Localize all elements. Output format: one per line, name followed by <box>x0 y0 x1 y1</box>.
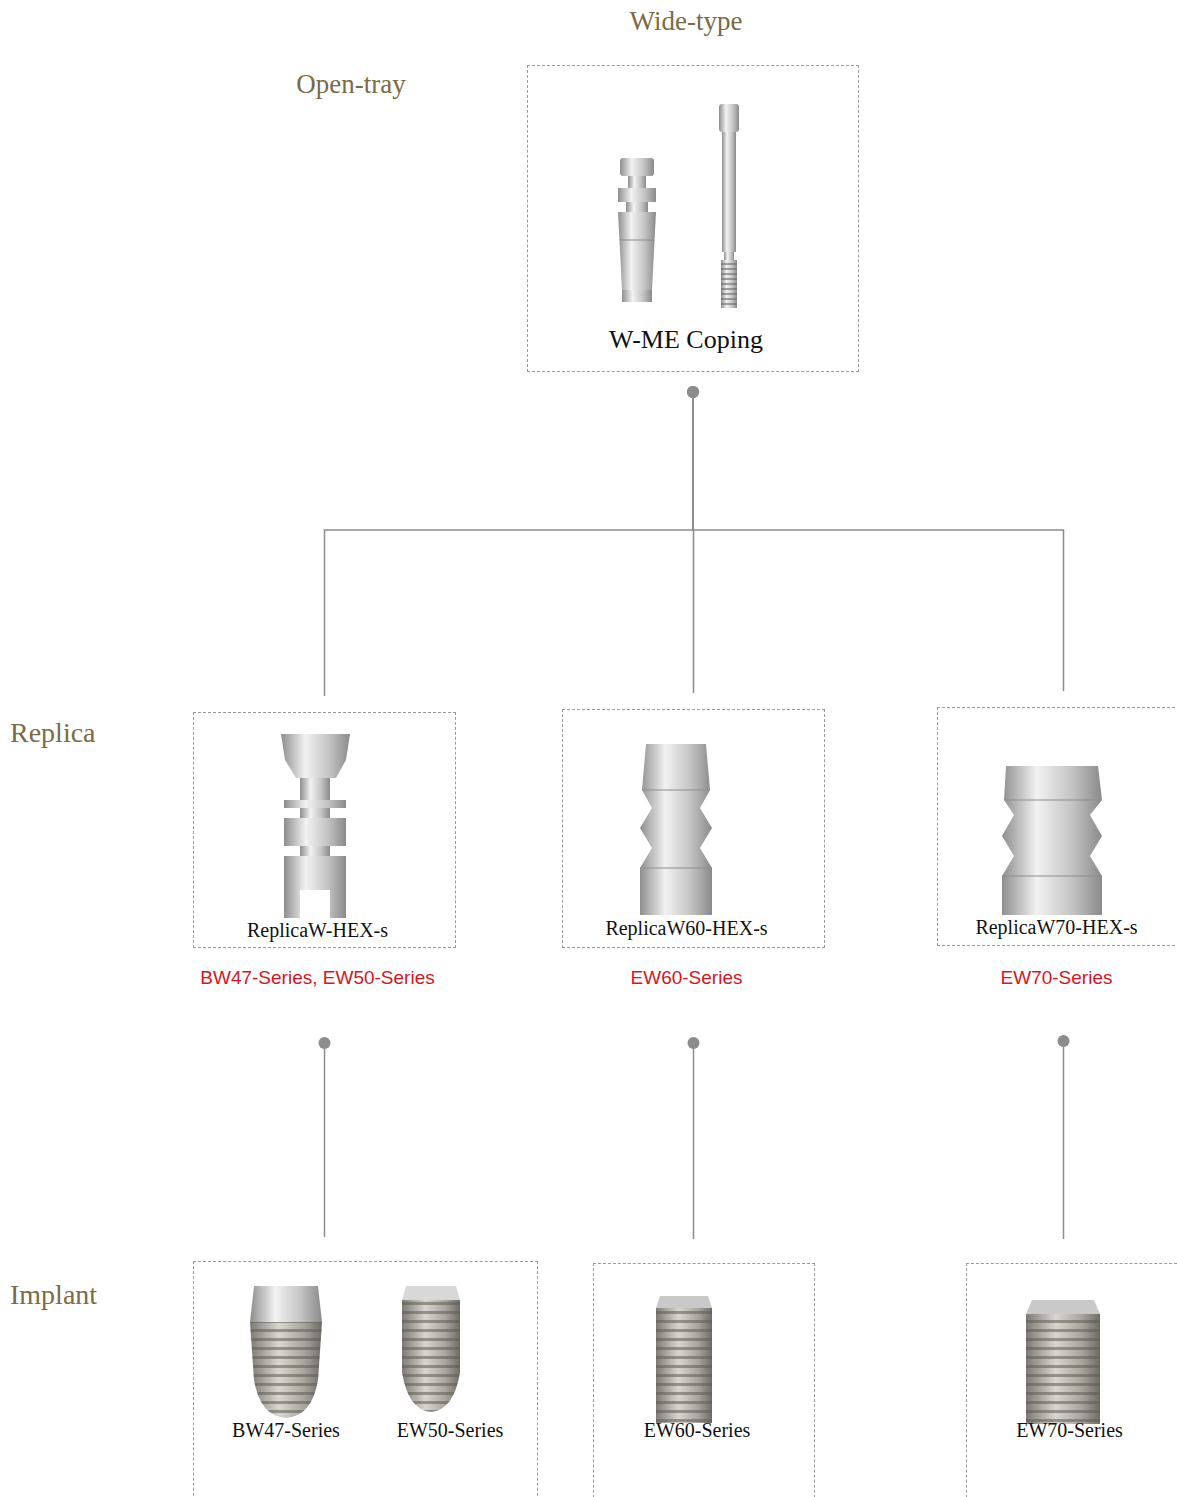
section-heading: Open-tray <box>296 68 405 100</box>
dashed-box: EW60-Series <box>593 1263 815 1497</box>
connector <box>688 1037 700 1239</box>
connector-dot <box>687 386 699 398</box>
dashed-box: ReplicaW70-HEX-sEW70-Series <box>937 707 1177 946</box>
series-label: EW70-Series <box>878 967 1177 990</box>
connector-line <box>693 1043 695 1239</box>
implant-illustration <box>1026 1300 1100 1424</box>
section-heading: Implant <box>10 1278 97 1312</box>
replica-illustration <box>640 744 712 915</box>
implant-illustration <box>250 1286 322 1418</box>
replica-illustration <box>1002 766 1102 915</box>
part-name: EW60-Series <box>590 1418 804 1442</box>
connector <box>319 1037 331 1237</box>
implant-illustration <box>402 1286 460 1412</box>
connector <box>1058 1035 1070 1239</box>
implant-illustration <box>656 1296 712 1423</box>
dashed-box: ReplicaW60-HEX-sEW60-Series <box>562 709 825 948</box>
connector-line <box>324 1043 326 1237</box>
dashed-box: EW70-Series <box>966 1263 1177 1497</box>
part-name: ReplicaW70-HEX-s <box>934 915 1177 939</box>
series-label: BW47-Series, EW50-Series <box>134 967 501 990</box>
section-heading: Wide-type <box>630 5 743 37</box>
part-name: ReplicaW-HEX-s <box>190 918 445 942</box>
part-name: BW47-Series <box>202 1418 370 1442</box>
connector-dot <box>1058 1035 1070 1047</box>
section-heading: Replica <box>10 716 96 750</box>
connector <box>325 386 700 696</box>
dashed-box: W-ME Coping <box>527 65 859 372</box>
part-name: W-ME Coping <box>524 324 848 355</box>
screw-illustration <box>719 104 739 308</box>
dashed-box: BW47-SeriesEW50-Series <box>193 1261 538 1497</box>
connector-line <box>325 392 694 696</box>
connector-line <box>1063 1041 1065 1239</box>
connector-dot <box>688 1037 700 1049</box>
connector-dot <box>687 386 699 398</box>
part-name: ReplicaW60-HEX-s <box>559 916 814 940</box>
dashed-box: ReplicaW-HEX-sBW47-Series, EW50-Series <box>193 712 456 948</box>
connector-line <box>693 392 1064 691</box>
connector <box>687 386 1064 691</box>
coping-illustration <box>618 158 656 302</box>
connector-dot <box>319 1037 331 1049</box>
series-label: EW60-Series <box>503 967 870 990</box>
part-name: EW70-Series <box>963 1418 1176 1442</box>
replica-illustration <box>281 734 350 918</box>
part-name: EW50-Series <box>366 1418 534 1442</box>
connector-dot <box>687 386 699 398</box>
